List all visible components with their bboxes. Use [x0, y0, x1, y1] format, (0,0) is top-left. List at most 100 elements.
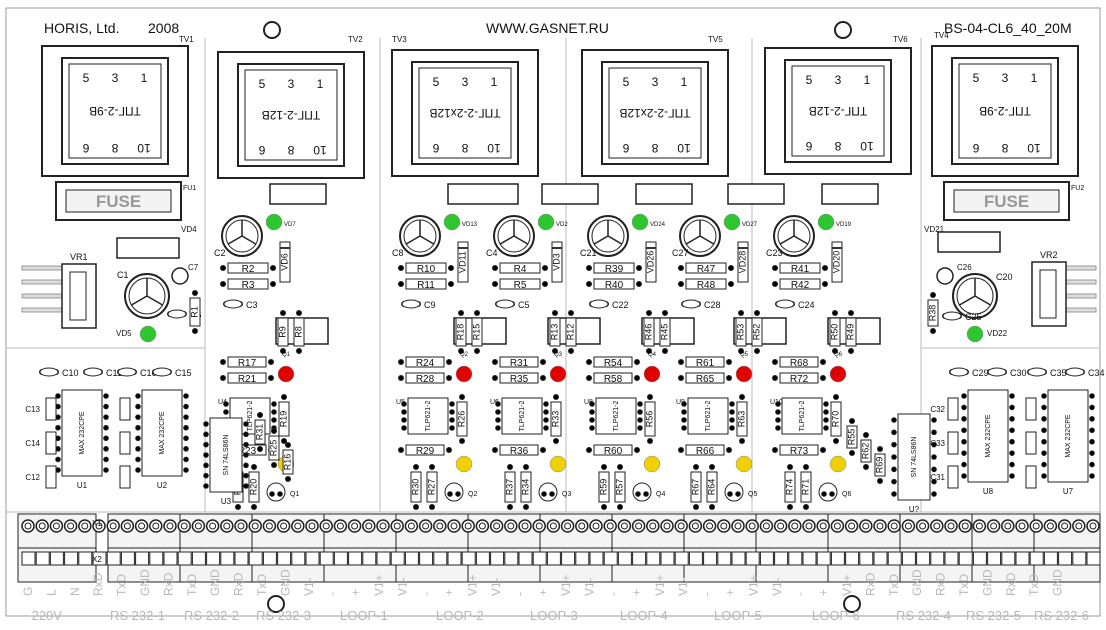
resistor-pad — [220, 265, 226, 271]
resistor-pad — [568, 348, 574, 354]
terminal-screw-inner — [564, 522, 572, 530]
capacitor-label: C15 — [175, 368, 192, 378]
terminal-clamp — [674, 551, 689, 566]
ic-label: SN 74LS86N — [223, 435, 230, 476]
ic-pin — [449, 401, 455, 407]
resistor-pad — [398, 281, 404, 287]
resistor-pad — [542, 265, 548, 271]
ic-pin — [271, 417, 277, 423]
channel-loop-led — [549, 455, 567, 473]
terminal-label: V1- — [302, 577, 316, 596]
ic-pin — [681, 417, 687, 423]
resistor-pad — [251, 464, 257, 470]
capacitor — [223, 299, 243, 309]
transformer-part: ТПГ-2-12В — [809, 104, 867, 118]
transistor-pin — [549, 491, 555, 497]
capacitor — [152, 367, 172, 377]
ic-ref: U3 — [221, 497, 232, 506]
resistor-pad — [459, 394, 465, 400]
ic-pin — [103, 424, 109, 431]
ic-pin — [891, 417, 897, 423]
terminal-label: V1+ — [653, 574, 667, 596]
mounting-hole — [267, 595, 285, 613]
ic-pin — [931, 441, 937, 448]
resistor-pad — [678, 447, 684, 453]
resistor-label: R39 — [605, 264, 624, 275]
terminal-label: RxD — [863, 572, 877, 596]
diode-label: VD7 — [284, 222, 296, 228]
terminal-screw-inner — [351, 522, 359, 530]
resistor — [800, 471, 812, 503]
resistor — [227, 356, 267, 368]
terminal-screw-inner — [52, 522, 60, 530]
ic-pin — [135, 424, 141, 431]
transistor-label: Q3 — [562, 491, 571, 498]
ic-pin — [183, 424, 189, 431]
heatsink-fin — [21, 307, 63, 313]
resistor-pad — [398, 265, 404, 271]
resistor — [278, 401, 290, 437]
diode-label: VD13 — [462, 222, 478, 228]
terminal-clamp — [92, 551, 107, 566]
terminal-screw-inner — [194, 522, 202, 530]
resistor-pad — [398, 375, 404, 381]
transformer-pin: 3 — [835, 73, 842, 87]
resistor — [405, 444, 445, 456]
capacitor-label: C31 — [930, 473, 945, 482]
terminal-screw-inner — [975, 522, 983, 530]
terminal-clamp — [603, 551, 618, 566]
terminal-clamp — [887, 551, 902, 566]
resistor-pad — [268, 359, 274, 365]
capacitor-vertical — [1025, 431, 1037, 455]
resistor-label: R56 — [644, 411, 654, 428]
diode-label: VD24 — [650, 222, 666, 228]
resistor-pad — [586, 281, 592, 287]
website-label: WWW.GASNET.RU — [486, 20, 609, 36]
capacitor-vertical — [45, 431, 57, 455]
resistor — [690, 471, 702, 503]
ic-pin — [729, 417, 735, 423]
terminal-clamp — [490, 551, 505, 566]
terminal-clamp — [788, 551, 803, 566]
terminal-label: V1+ — [840, 574, 854, 596]
terminal-screw-inner — [734, 522, 742, 530]
terminal-clamp — [220, 551, 235, 566]
transformer-pin: 8 — [1001, 141, 1008, 155]
resistor-label: R68 — [790, 358, 809, 369]
ic-pin — [1089, 473, 1095, 479]
resistor-label: R11 — [417, 280, 435, 291]
terminal-clamp — [475, 551, 490, 566]
transformer-pin: 6 — [258, 143, 265, 157]
capacitor-mark — [405, 220, 435, 245]
resistor-label: R53 — [735, 324, 745, 341]
transistor-pin — [269, 491, 275, 497]
transistor-pin — [643, 491, 649, 497]
capacitor-label: C1 — [117, 270, 129, 280]
ic-pin — [931, 454, 937, 460]
resistor — [779, 356, 819, 368]
ic-pin — [589, 401, 595, 407]
ic-sn74ls86 — [209, 417, 243, 493]
transformer-pin: 3 — [462, 75, 469, 89]
terminal-screw-inner — [152, 522, 160, 530]
ic-ref: U7 — [1063, 487, 1074, 496]
resistor — [927, 299, 939, 327]
channel-regulator — [727, 183, 785, 205]
terminal-clamp — [646, 551, 661, 566]
terminal-screw-inner — [1046, 522, 1054, 530]
ic-pin — [637, 409, 643, 415]
resistor — [471, 317, 483, 347]
terminal-screw-inner — [620, 522, 628, 530]
ic-pin — [243, 421, 249, 427]
capacitor-label: C16 — [140, 368, 157, 378]
capacitor-vertical — [1025, 465, 1037, 489]
terminal-screw-inner — [720, 522, 728, 530]
terminal-label: + — [349, 589, 363, 596]
transistor-pin — [727, 491, 733, 497]
terminal-clamp — [987, 551, 1002, 566]
resistor — [405, 372, 445, 384]
resistor — [227, 278, 269, 290]
terminal-screw-inner — [308, 522, 316, 530]
terminal-clamp — [717, 551, 732, 566]
terminal-screw-inner — [890, 522, 898, 530]
